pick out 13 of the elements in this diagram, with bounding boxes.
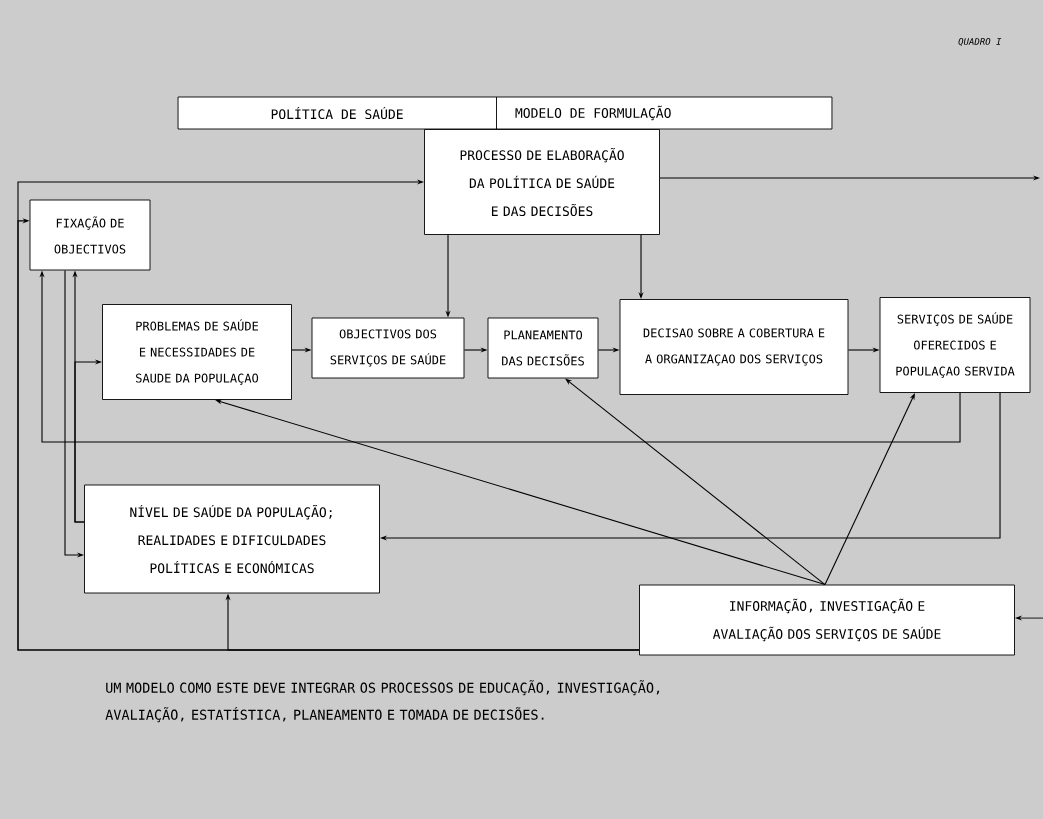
process-box: FIXAÇÃO DE OBJECTIVOS: [29, 199, 151, 271]
process-box: DECISAO SOBRE A COBERTURA E A ORGANIZAÇAO DOS SERVIÇOS: [619, 299, 849, 395]
process-box: NÍVEL DE SAÚDE DA POPULAÇÃO; REALIDADES E DIFICULDADES POLÍTICAS E ECONÓMICAS: [84, 484, 380, 594]
process-box: PROCESSO DE ELABORAÇÃO DA POLÍTICA DE SAÚDE E DAS DECISÕES: [424, 129, 660, 235]
process-box: OBJECTIVOS DOS SERVIÇOS DE SAÚDE: [311, 317, 465, 379]
process-box: PROBLEMAS DE SAÚDE E NECESSIDADES DE SAUDE DA POPULAÇAO: [102, 304, 292, 400]
process-box: PLANEAMENTO DAS DECISÕES: [487, 317, 599, 379]
process-box: INFORMAÇÃO, INVESTIGAÇÃO E AVALIAÇÃO DOS SERVIÇOS DE SAÚDE: [639, 584, 1015, 656]
title-box: POLÍTICA DE SAÚDE MODELO DE FORMULAÇÃO: [177, 96, 833, 130]
process-box: SERVIÇOS DE SAÚDE OFERECIDOS E POPULAÇAO SERVIDA: [879, 297, 1031, 393]
figure-number: QUADRO I: [958, 38, 1002, 46]
arrow: [565, 378, 826, 586]
caption: UM MODELO COMO ESTE DEVE INTEGRAR OS PROCESSOS DE EDUCAÇÃO, INVESTIGAÇÃO, AVALIAÇÃO, ESTATÍSTICA, PLANEAMENTO E TOMADA DE DECISÕES.: [105, 680, 660, 723]
